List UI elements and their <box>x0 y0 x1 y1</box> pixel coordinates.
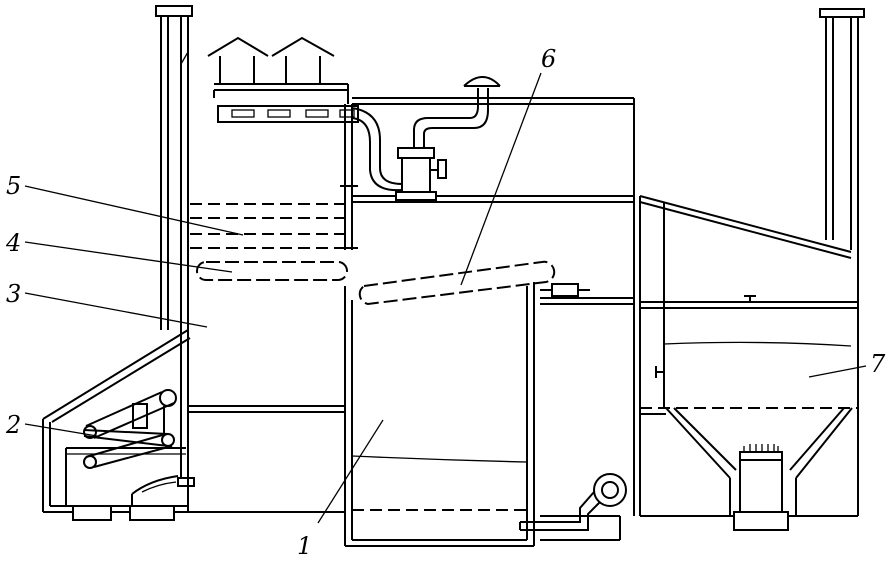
label-3: 3 <box>6 280 21 308</box>
exhaust-hoods <box>207 36 349 104</box>
leader-lines <box>24 72 867 524</box>
middle-section <box>540 98 635 541</box>
spray-header <box>217 105 359 123</box>
label-5: 5 <box>6 172 21 200</box>
label-4: 4 <box>5 229 21 257</box>
pump <box>351 76 501 201</box>
right-chimney <box>819 8 865 516</box>
inclined-tube <box>358 260 556 306</box>
conveyor-belt <box>83 389 177 469</box>
main-tower <box>187 84 358 513</box>
label-2: 2 <box>5 411 21 439</box>
label-7: 7 <box>870 350 886 378</box>
left-chimney <box>155 5 193 482</box>
side-chute <box>42 329 191 521</box>
bottom-tank <box>344 282 535 547</box>
fan <box>519 473 627 531</box>
upper-duct <box>352 97 634 203</box>
ash-hopper <box>131 475 195 506</box>
label-1: 1 <box>297 532 312 560</box>
settling-hopper <box>639 195 858 531</box>
label-6: 6 <box>541 45 556 73</box>
heat-exchange-tube <box>196 261 348 281</box>
